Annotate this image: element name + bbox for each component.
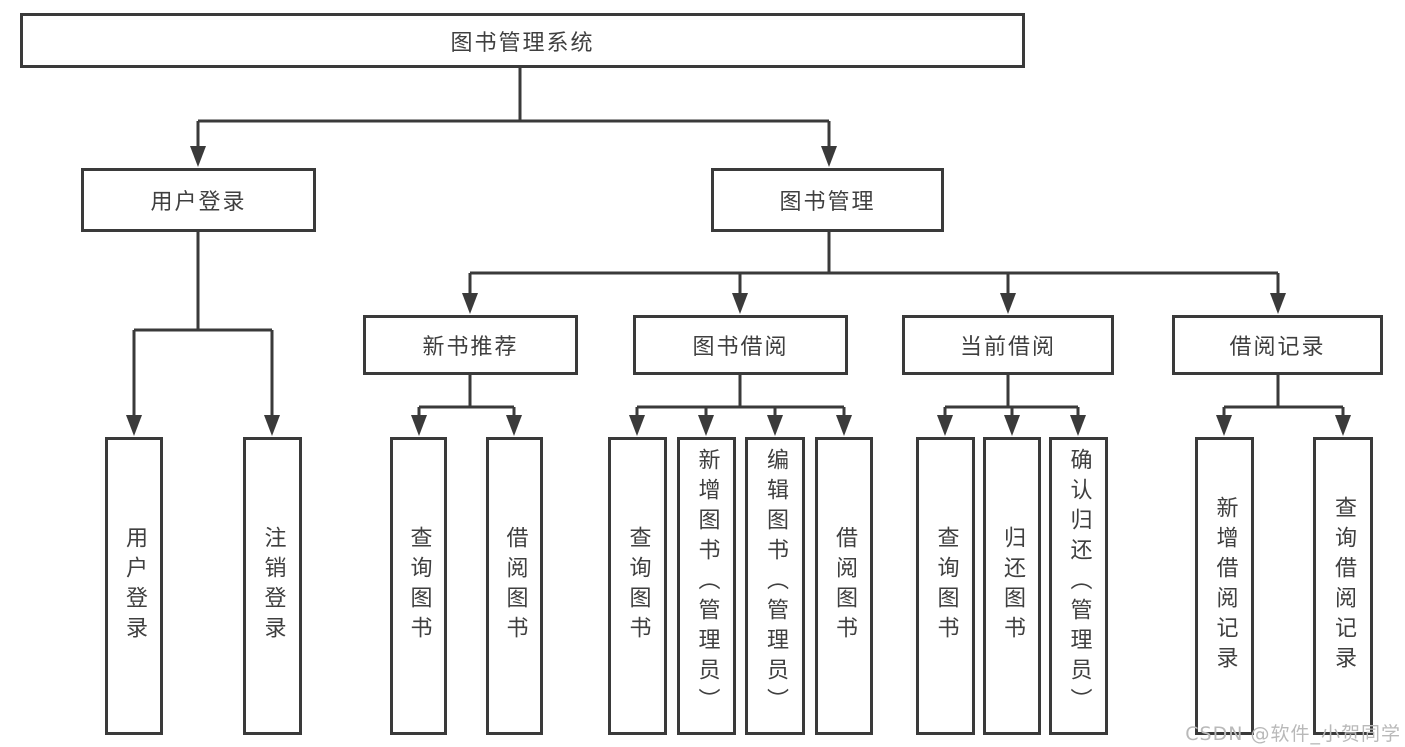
node-label: 查询图书 (406, 526, 432, 646)
book-borrowing-node: 图书借阅 (633, 315, 848, 375)
node-label: 归还图书 (1000, 526, 1025, 646)
node-label: 新增图书（管理员） (694, 448, 720, 718)
node-label: 查询图书 (933, 526, 959, 646)
borrowing-records-node: 借阅记录 (1172, 315, 1383, 375)
library-management-system-node: 图书管理系统 (20, 13, 1025, 68)
confirm-return-admin-leaf-node: 确认归还（管理员） (1049, 437, 1108, 735)
edit-books-admin-leaf-node: 编辑图书（管理员） (745, 437, 805, 735)
node-label: 当前借阅 (959, 335, 1056, 360)
book-management-node: 图书管理 (711, 168, 944, 232)
node-label: 借阅记录 (1229, 335, 1326, 360)
node-label: 新增借阅记录 (1212, 496, 1238, 676)
node-label: 新书推荐 (422, 335, 519, 360)
return-books-leaf-node: 归还图书 (983, 437, 1041, 735)
borrow-books-leaf-node: 借阅图书 (486, 437, 543, 735)
node-label: 查询图书 (625, 526, 651, 646)
query-books-leaf-node: 查询图书 (608, 437, 667, 735)
node-label: 图书借阅 (692, 335, 789, 360)
add-borrowing-record-leaf-node: 新增借阅记录 (1195, 437, 1254, 735)
user-login-node: 用户登录 (81, 168, 316, 232)
node-label: 图书管理系统 (450, 30, 595, 56)
node-label: 借阅图书 (832, 526, 857, 646)
new-book-recommendation-node: 新书推荐 (363, 315, 578, 375)
user-login-leaf-node: 用户登录 (105, 437, 163, 735)
node-label: 编辑图书（管理员） (763, 448, 788, 718)
query-borrowing-record-leaf-node: 查询借阅记录 (1313, 437, 1373, 735)
node-label: 注销登录 (260, 526, 286, 646)
node-label: 确认归还（管理员） (1066, 448, 1092, 718)
node-label: 用户登录 (150, 190, 247, 215)
add-books-admin-leaf-node: 新增图书（管理员） (677, 437, 736, 735)
node-label: 查询借阅记录 (1331, 496, 1356, 676)
current-borrowing-node: 当前借阅 (902, 315, 1114, 375)
node-label: 图书管理 (779, 190, 876, 215)
node-label: 用户登录 (122, 526, 147, 646)
query-books-leaf-node: 查询图书 (390, 437, 447, 735)
logout-leaf-node: 注销登录 (243, 437, 302, 735)
node-label: 借阅图书 (502, 526, 528, 646)
query-books-leaf-node: 查询图书 (916, 437, 975, 735)
borrow-books-leaf-node: 借阅图书 (815, 437, 873, 735)
